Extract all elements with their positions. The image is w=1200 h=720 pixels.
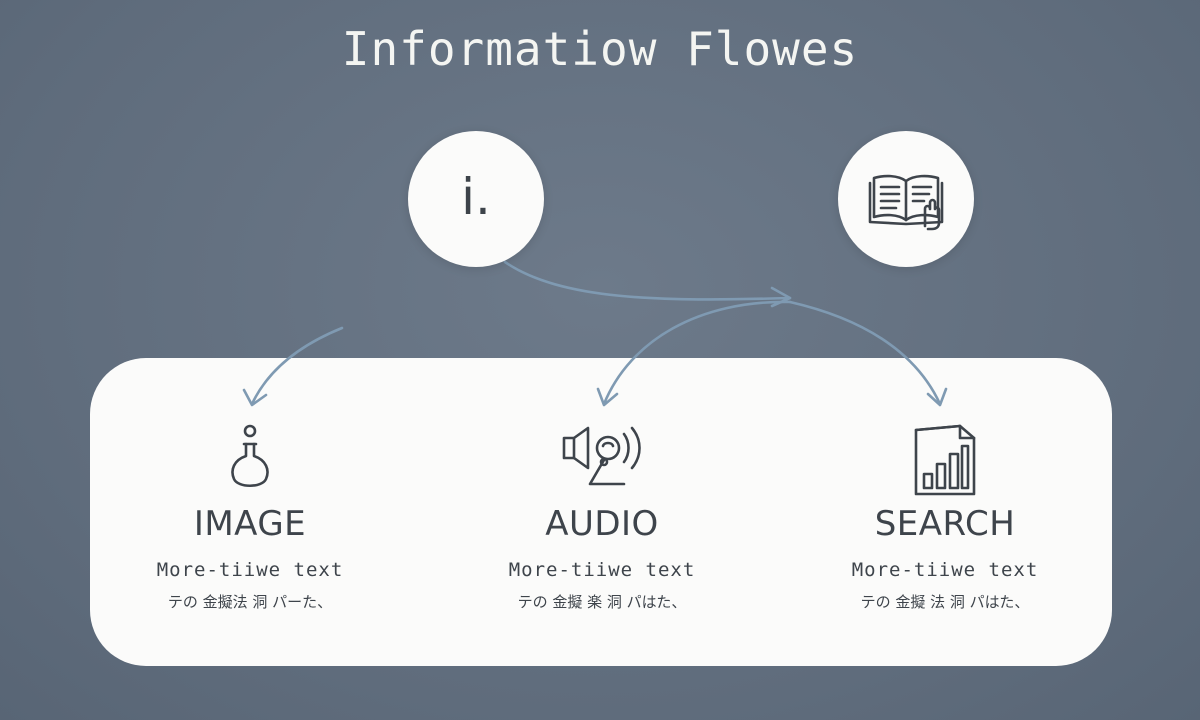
arrow-info-to-book-head: [770, 286, 792, 308]
item-label-search: SEARCH: [874, 504, 1016, 544]
item-label-image: IMAGE: [193, 504, 307, 544]
flow-item-image: IMAGE More-tiiwe text テの 金擬法 洞 パーた、: [100, 420, 400, 612]
content-panel: [90, 358, 1112, 666]
open-book-hand-icon: [868, 174, 944, 231]
flask-icon: [231, 424, 269, 488]
flow-item-audio: AUDIO More-tiiwe text テの 金擬 楽 洞 パはた、: [452, 420, 752, 612]
item-caption-audio: テの 金擬 楽 洞 パはた、: [517, 593, 687, 612]
bar-chart-document-icon: [914, 424, 976, 496]
book-node: [838, 131, 974, 267]
item-subtitle-audio: More-tiiwe text: [508, 559, 696, 582]
speaker-sound-icon: [562, 426, 641, 486]
item-caption-search: テの 金擬 法 洞 パはた、: [860, 593, 1030, 612]
diagram-title: Informatiow Flowes: [341, 22, 859, 76]
info-icon: i.: [461, 168, 491, 226]
flow-item-search: SEARCH More-tiiwe text テの 金擬 法 洞 パはた、: [795, 420, 1095, 612]
item-subtitle-image: More-tiiwe text: [156, 559, 344, 582]
item-caption-image: テの 金擬法 洞 パーた、: [167, 593, 333, 612]
item-label-audio: AUDIO: [545, 504, 659, 544]
arrow-info-to-book: [503, 260, 792, 301]
item-subtitle-search: More-tiiwe text: [851, 559, 1039, 582]
info-node: i.: [408, 131, 544, 267]
